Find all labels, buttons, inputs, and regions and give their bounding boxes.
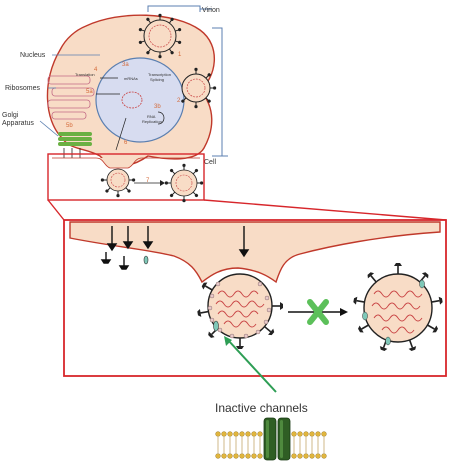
step-7: 7 — [146, 178, 150, 184]
lipid-bilayer — [215, 417, 327, 461]
golgi-label-2: Apparatus — [2, 120, 34, 127]
rna-label-2: Replication — [142, 119, 162, 124]
channel-marker-left — [143, 255, 149, 265]
pointer-arrow — [224, 336, 277, 393]
step-4: 4 — [94, 67, 98, 73]
vesicle-arrows — [63, 148, 81, 158]
virion-bracket — [147, 5, 212, 12]
cell-label: Cell — [204, 159, 217, 166]
rna-label-1: RNA — [147, 114, 156, 119]
zoom-vesicle-arrows — [106, 226, 250, 258]
fusing-virion — [180, 67, 217, 109]
nucleolus-rna — [121, 91, 143, 109]
step-5a: 5a — [86, 89, 93, 95]
virion-label: Virion — [202, 7, 220, 14]
transcription-label-2: Splicing — [150, 77, 164, 82]
released-virion-small — [164, 163, 204, 203]
process-arrows — [96, 77, 165, 151]
translation-label: Translation — [75, 72, 95, 77]
step-3a: 3a — [122, 62, 129, 68]
entering-virion — [137, 13, 183, 59]
label-leaders — [39, 54, 100, 137]
nucleus — [95, 57, 185, 143]
transcription-label-1: Transcription — [148, 72, 171, 77]
step-5b: 5b — [66, 123, 73, 129]
budding-virion-small — [100, 168, 136, 198]
step-6: 6 — [124, 140, 128, 146]
step-3b: 3b — [154, 104, 161, 110]
budding-highlight-box — [47, 153, 205, 203]
golgi-apparatus — [58, 132, 92, 146]
cell-bracket — [212, 27, 228, 157]
mrnas-label: mRNAs — [124, 76, 138, 81]
zoom-connectors — [47, 199, 447, 221]
blocked-x-icon — [307, 299, 329, 325]
ion-channel-closed — [263, 417, 291, 461]
inactive-channels-label: Inactive channels — [215, 401, 308, 415]
zoom-cytoplasm — [69, 221, 441, 284]
membrane-spikes-left — [100, 252, 130, 270]
budding-virion — [196, 273, 284, 350]
zoom-panel — [63, 219, 447, 377]
ribosomes-label: Ribosomes — [5, 85, 41, 92]
released-virion — [352, 262, 444, 353]
golgi-label-1: Golgi — [2, 112, 19, 119]
nucleus-label: Nucleus — [20, 52, 46, 59]
release-arrowhead — [340, 308, 348, 316]
cell-overview: Translation mRNAs Transcription Splicing… — [2, 5, 228, 184]
step-1: 1 — [178, 52, 182, 58]
ribosomes-er — [47, 75, 95, 120]
step-2: 2 — [177, 98, 181, 104]
channel-marker-bud — [213, 320, 219, 332]
